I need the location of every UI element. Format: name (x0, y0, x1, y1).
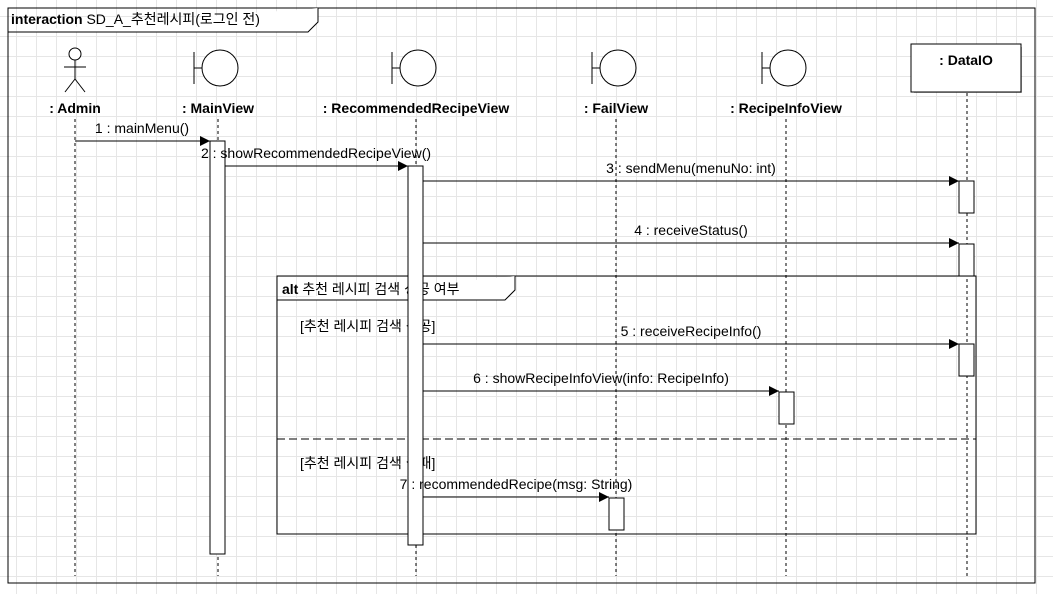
activation-infoview (778, 391, 795, 425)
message-label-5: 5 : receiveRecipeInfo() (621, 323, 762, 339)
alt-title: alt 추천 레시피 검색 성공 여부 (282, 281, 460, 297)
object-box-dataio: : DataIO (910, 43, 1022, 93)
boundary-icon (591, 49, 637, 87)
message-label-7: 7 : recommendedRecipe(msg: String) (400, 476, 633, 492)
actor-icon (64, 47, 86, 93)
activation-failview (608, 497, 625, 531)
message-label-1: 1 : mainMenu() (95, 120, 189, 136)
message-label-4: 4 : receiveStatus() (634, 222, 748, 238)
message-label-2: 2 : showRecommendedRecipeView() (201, 145, 431, 161)
lifeline-label-recview: : RecommendedRecipeView (323, 100, 510, 116)
activation-dataio (958, 180, 975, 214)
activation-dataio (958, 243, 975, 277)
boundary-icon (761, 49, 807, 87)
guard-fail: [추천 레시피 검색 실패] (300, 455, 435, 471)
frame-title: interaction SD_A_추천레시피(로그인 전) (11, 11, 260, 27)
lifeline-label-infoview: : RecipeInfoView (730, 100, 842, 116)
lifeline-label-dataio: : DataIO (939, 52, 993, 68)
message-label-3: 3 : sendMenu(menuNo: int) (606, 160, 776, 176)
activation-recview (407, 165, 424, 546)
alt-fragment: alt 추천 레시피 검색 성공 여부 [추천 레시피 검색 성공] [추천 레… (276, 275, 977, 535)
boundary-icon (391, 49, 437, 87)
message-label-6: 6 : showRecipeInfoView(info: RecipeInfo) (473, 370, 729, 386)
lifeline-label-admin: : Admin (49, 100, 101, 116)
boundary-icon (193, 49, 239, 87)
interaction-frame: interaction SD_A_추천레시피(로그인 전) (7, 7, 1036, 584)
lifeline-label-failview: : FailView (584, 100, 648, 116)
lifeline-label-mainview: : MainView (182, 100, 254, 116)
activation-mainview (209, 140, 226, 555)
guard-success: [추천 레시피 검색 성공] (300, 318, 435, 334)
activation-dataio (958, 343, 975, 377)
